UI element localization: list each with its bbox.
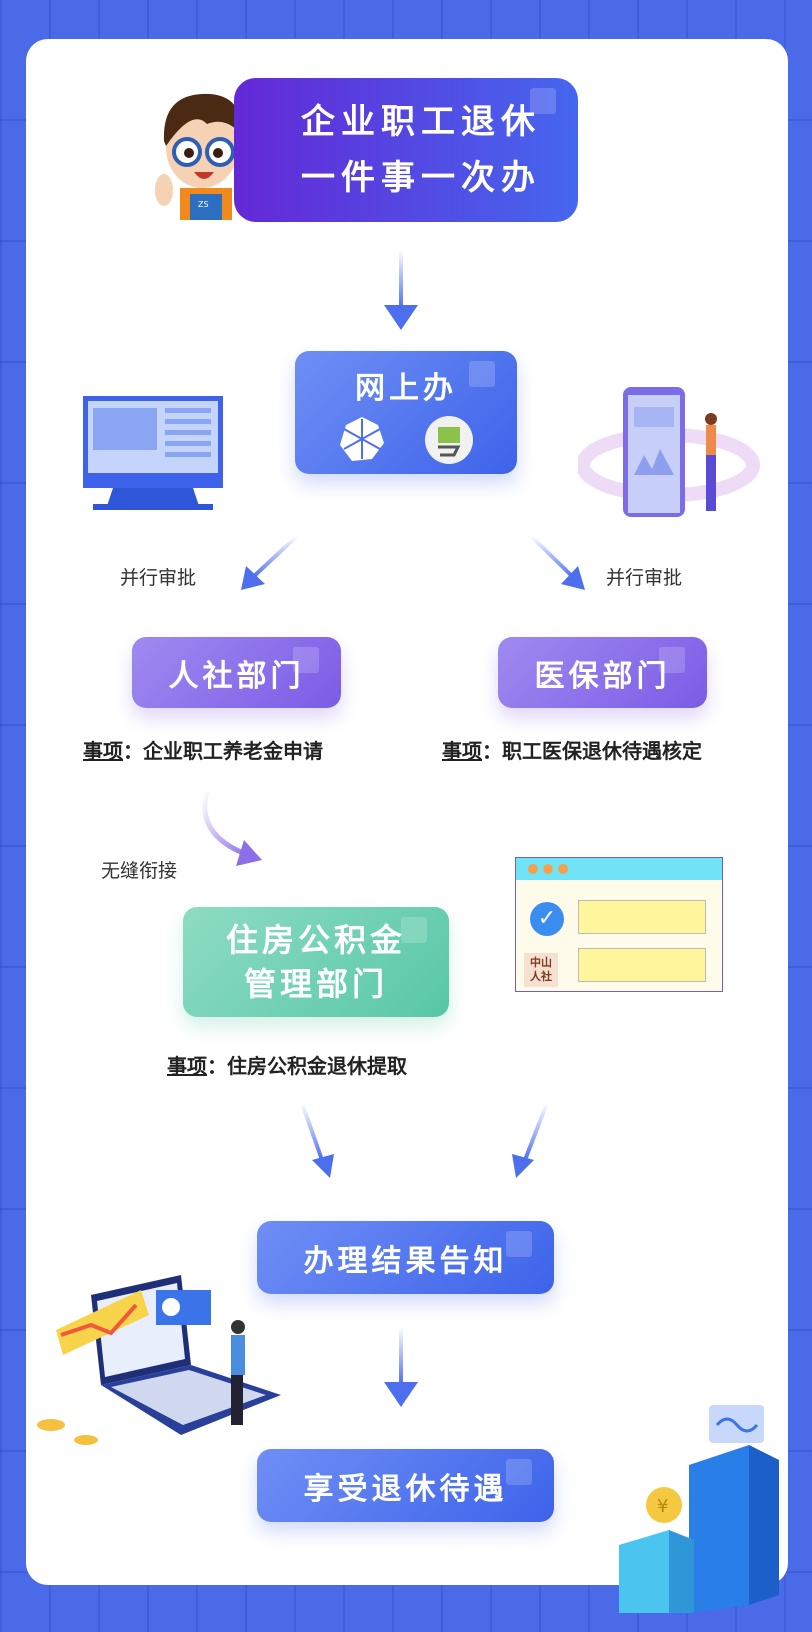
enjoy-benefits-box: 享受退休待遇	[257, 1449, 554, 1522]
arrow-down-right	[512, 1102, 549, 1178]
online-label: 网上办	[355, 371, 457, 406]
arrow-down-2	[384, 1327, 418, 1407]
svg-text:¥: ¥	[657, 1496, 668, 1517]
hr-dept-box: 人社部门	[132, 637, 341, 708]
hr-dept-item: 事项：企业职工养老金申请	[83, 735, 323, 764]
item-sep: ：	[207, 1054, 227, 1078]
online-box: 网上办	[295, 351, 517, 474]
phone-person-illustration	[578, 387, 760, 517]
check-icon: ✓	[530, 902, 564, 936]
medical-item-text: 职工医保退休待遇核定	[502, 739, 702, 763]
housing-item-text: 住房公积金退休提取	[227, 1054, 407, 1078]
zhongshan-hr-stamp: 中山人社	[524, 953, 558, 987]
arrow-down-1	[384, 250, 418, 330]
housing-fund-box: 住房公积金管理部门	[183, 907, 449, 1017]
arrow-down-left	[300, 1102, 334, 1178]
laptop-person-illustration	[37, 1275, 281, 1445]
approval-window-illustration: ✓ 中山人社	[515, 857, 723, 992]
hr-item-text: 企业职工养老金申请	[143, 739, 323, 763]
medical-dept-label: 医保部门	[534, 658, 671, 694]
result-notice-box: 办理结果告知	[257, 1221, 554, 1294]
arrow-curved	[202, 790, 262, 866]
mascot-illustration: ZS	[155, 93, 243, 220]
yueshengshi-app-icon[interactable]	[424, 415, 474, 465]
medical-dept-box: 医保部门	[498, 637, 707, 708]
arrow-left-diag	[241, 534, 299, 590]
item-sep: ：	[482, 739, 502, 763]
title-banner: 企业职工退休一件事一次办	[234, 78, 578, 222]
item-prefix: 事项	[83, 739, 123, 763]
arrow-right-diag	[529, 534, 585, 590]
mascot-badge-text: ZS	[198, 200, 209, 209]
housing-line-1: 住房公积金	[225, 921, 406, 959]
title-line-1: 企业职工退休	[301, 102, 541, 142]
enjoy-benefits-label: 享受退休待遇	[303, 1471, 508, 1507]
item-sep: ：	[123, 739, 143, 763]
medical-dept-item: 事项：职工医保退休待遇核定	[442, 735, 702, 764]
housing-line-2: 管理部门	[243, 965, 388, 1003]
hr-dept-label: 人社部门	[168, 658, 305, 694]
monitor-illustration	[83, 396, 223, 510]
item-prefix: 事项	[167, 1054, 207, 1078]
building-coin-illustration: ¥	[619, 1405, 779, 1613]
title-line-2: 一件事一次办	[301, 158, 541, 198]
housing-dept-item: 事项：住房公积金退休提取	[167, 1050, 407, 1079]
parallel-approval-label-right: 并行审批	[606, 567, 683, 589]
result-notice-label: 办理结果告知	[303, 1243, 508, 1279]
seamless-connection-label: 无缝衔接	[101, 860, 178, 882]
pinwheel-app-icon[interactable]	[338, 415, 386, 463]
parallel-approval-label-left: 并行审批	[120, 567, 197, 589]
item-prefix: 事项	[442, 739, 482, 763]
